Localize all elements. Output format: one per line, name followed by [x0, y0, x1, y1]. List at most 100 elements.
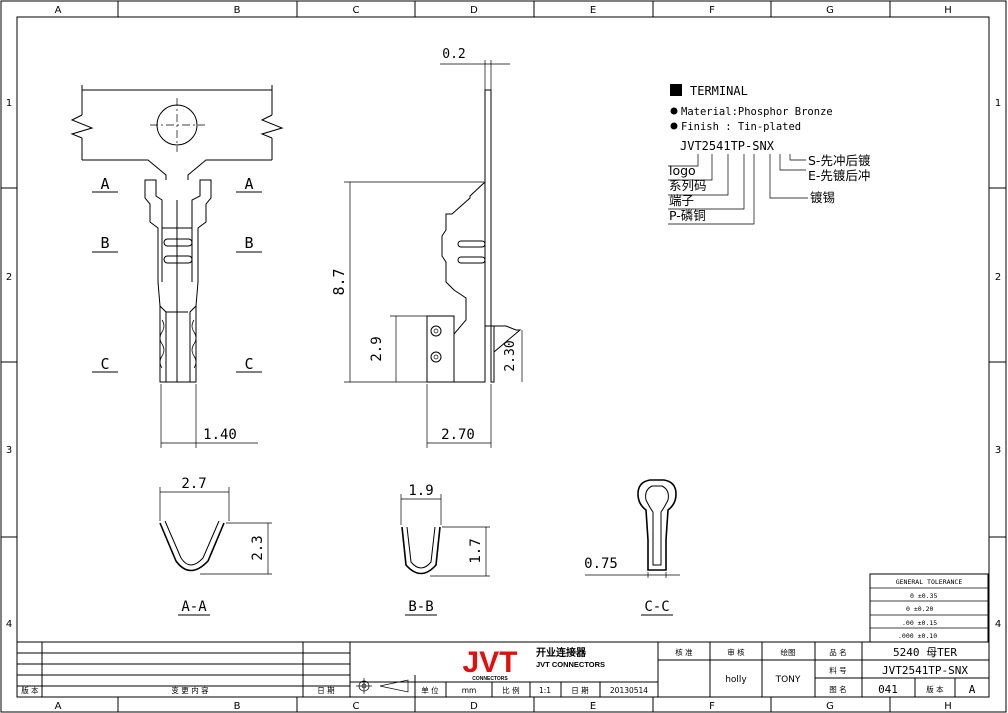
section-mark-c: C: [244, 355, 253, 373]
row-label-left: 4: [6, 619, 12, 630]
dot-bullet-icon: [670, 107, 678, 115]
col-label-bottom: C: [353, 701, 360, 712]
legend-tin: 镀锡: [810, 190, 835, 205]
dim-aa-height: 2.3: [250, 535, 266, 560]
dot-bullet-icon: [670, 122, 678, 130]
section-aa: [159, 487, 272, 575]
tolerance-row: 0 ±0.35: [910, 592, 937, 600]
row-label-right: 2: [995, 272, 1001, 283]
version-value: A: [969, 683, 976, 696]
legend-s-option: S-先冲后镀: [808, 153, 871, 168]
company-en: JVT CONNECTORS: [536, 660, 605, 669]
part-code: JVT2541TP-SNX: [680, 139, 775, 153]
legend-e-option: E-先镀后冲: [808, 168, 870, 183]
logo-text: JVT: [462, 646, 517, 679]
row-label-right: 4: [995, 619, 1001, 630]
section-mark-a: A: [100, 175, 109, 193]
side-slot: [457, 240, 486, 248]
approve-label: 核 准: [675, 647, 693, 657]
reviewer-name: holly: [725, 675, 747, 685]
dim-bb-height: 1.7: [468, 538, 484, 563]
col-label-top: F: [709, 5, 715, 16]
slot: [163, 255, 193, 264]
date-value: 20130514: [610, 686, 648, 695]
section-cc: [585, 479, 680, 578]
company-cn: 开业连接器: [536, 646, 587, 659]
slot: [163, 238, 193, 247]
ver-label: 版 本: [926, 684, 944, 694]
row-label-right: 1: [995, 98, 1001, 109]
side-slot: [457, 256, 486, 264]
date2-label: 日 期: [571, 686, 588, 695]
row-label-left: 2: [6, 272, 12, 283]
logo-subtext: CONNECTORS: [472, 676, 508, 682]
col-label-top: D: [470, 5, 478, 16]
section-mark-c: C: [100, 355, 109, 373]
name-label: 品 名: [829, 647, 846, 657]
unit-value: mm: [462, 686, 477, 695]
dim-aa-width: 2.7: [181, 476, 206, 492]
col-label-bottom: H: [944, 701, 952, 712]
section-mark-b: B: [100, 234, 109, 252]
legend-phosphor: P-磷铜: [669, 208, 706, 223]
projection-symbol-icon: [356, 678, 409, 694]
company-logo: JVT CONNECTORS 开业连接器 JVT CONNECTORS: [462, 646, 605, 682]
finish-note: Finish : Tin-plated: [681, 121, 801, 133]
part-label: 料 号: [829, 665, 846, 675]
row-label-left: 3: [6, 445, 12, 456]
col-label-bottom: G: [826, 701, 834, 712]
scale-label: 比 例: [502, 685, 519, 695]
part-number: JVT2541TP-SNX: [882, 664, 968, 677]
dim-thickness-02: 0.2: [442, 47, 465, 62]
dim-height-230: 2.30: [503, 340, 518, 371]
dim-height-29: 2.9: [369, 336, 385, 361]
dim-cc-width: 0.75: [584, 556, 618, 572]
scale-value: 1:1: [539, 686, 551, 695]
row-label-right: 3: [995, 445, 1001, 456]
draw-label: 绘图: [781, 647, 796, 657]
side-view: [426, 60, 522, 383]
tolerance-row: .00 ±0.15: [902, 619, 937, 627]
tolerance-table: [869, 573, 989, 643]
col-label-bottom: F: [709, 701, 715, 712]
rev-label: 版 本: [21, 685, 39, 695]
section-aa-label: A-A: [181, 599, 207, 615]
legend-logo: logo: [669, 163, 696, 178]
legend-terminal: 端子: [669, 193, 694, 208]
col-label-bottom: E: [590, 701, 596, 712]
unit-label: 单 位: [421, 685, 439, 695]
col-label-top: B: [234, 5, 241, 16]
dim-width-140: 1.40: [203, 427, 237, 443]
section-bb: [400, 494, 490, 577]
dim-height-87: 8.7: [330, 268, 348, 295]
drawing-number: 041: [878, 683, 898, 696]
square-bullet-icon: [670, 84, 682, 96]
legend-series: 系列码: [669, 178, 707, 193]
title-block: [17, 641, 989, 697]
dim-bb-width: 1.9: [408, 483, 433, 499]
drafter-name: TONY: [775, 675, 801, 685]
section-cc-label: C-C: [644, 599, 669, 615]
col-label-bottom: B: [234, 701, 241, 712]
front-view: [70, 85, 284, 383]
section-bb-label: B-B: [408, 599, 433, 615]
col-label-top: E: [590, 5, 596, 16]
col-label-top: C: [353, 5, 360, 16]
review-label: 审 核: [727, 647, 745, 657]
tolerance-row: 0 ±0.20: [906, 605, 933, 613]
dim-width-270: 2.70: [441, 427, 475, 443]
date-label: 日 期: [317, 686, 334, 695]
legend-leaders: [668, 154, 808, 225]
tolerance-title: GENERAL TOLERANCE: [896, 578, 963, 586]
tolerance-row: .000 ±0.10: [898, 632, 937, 640]
inner-border: [16, 16, 990, 698]
material-note: Material:Phosphor Bronze: [681, 106, 833, 118]
product-name: 5240 母TER: [893, 646, 957, 659]
change-label: 变 更 内 容: [171, 685, 209, 695]
col-label-bottom: D: [470, 701, 478, 712]
col-label-top: G: [826, 5, 834, 16]
section-mark-a: A: [244, 175, 253, 193]
